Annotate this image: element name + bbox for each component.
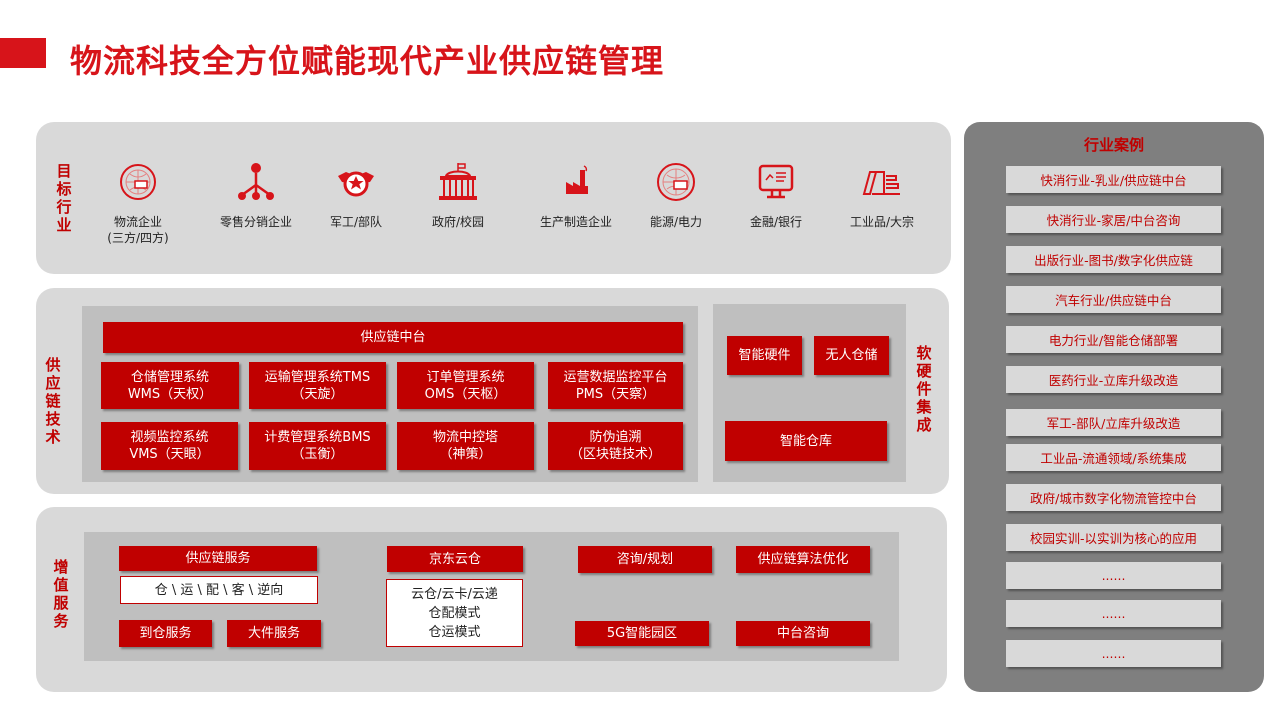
consulting-planning: 咨询/规划	[578, 546, 712, 573]
target-label: 零售分销企业	[219, 215, 292, 229]
case-item: ......	[1006, 600, 1221, 627]
target-label: 能源/电力	[649, 215, 703, 229]
supply-chain-middle-platform: 供应链中台	[103, 322, 683, 353]
target-label: 金融/银行	[749, 215, 803, 229]
jd-cloud-warehouse: 京东云仓	[387, 546, 523, 572]
to-warehouse-service: 到仓服务	[119, 620, 212, 647]
target-energy: 能源/电力	[626, 160, 726, 230]
case-item: 汽车行业/供应链中台	[1006, 286, 1221, 313]
distribution-tree-icon	[206, 160, 306, 204]
target-military: 军工/部队	[306, 160, 406, 230]
unmanned-warehouse: 无人仓储	[814, 336, 889, 375]
system-vms: 视频监控系统 VMS（天眼）	[101, 422, 238, 470]
military-badge-icon	[306, 160, 406, 204]
value-added-services-label: 增值服务	[53, 558, 69, 630]
case-item: 出版行业-图书/数字化供应链	[1006, 246, 1221, 273]
system-traceability: 防伪追溯 （区块链技术）	[548, 422, 683, 470]
case-item: 工业品-流通领域/系统集成	[1006, 444, 1221, 471]
integration-label: 软硬件集成	[916, 344, 932, 434]
target-retail: 零售分销企业	[206, 160, 306, 230]
supply-chain-service-detail: 仓 \ 运 \ 配 \ 客 \ 逆向	[120, 576, 318, 604]
smart-warehouse: 智能仓库	[725, 421, 887, 461]
system-pms: 运营数据监控平台 PMS（天察）	[548, 362, 683, 409]
target-industries-label: 目标行业	[56, 162, 72, 234]
jd-cloud-warehouse-detail: 云仓/云卡/云递 仓配模式 仓运模式	[386, 579, 523, 647]
factory-icon	[526, 160, 626, 204]
case-item: 快消行业-乳业/供应链中台	[1006, 166, 1221, 193]
case-item: 校园实训-以实训为核心的应用	[1006, 524, 1221, 551]
case-item: 医药行业-立库升级改造	[1006, 366, 1221, 393]
supply-chain-algorithm: 供应链算法优化	[736, 546, 870, 573]
industrial-goods-icon	[832, 160, 932, 204]
target-finance: 金融/银行	[726, 160, 826, 230]
target-label: 生产制造企业	[539, 215, 612, 229]
system-tms: 运输管理系统TMS （天旋）	[249, 362, 386, 409]
supply-chain-tech-label: 供应链技术	[45, 356, 61, 446]
target-logistics: 物流企业 (三方/四方)	[88, 160, 188, 246]
system-bms: 计费管理系统BMS （玉衡）	[249, 422, 386, 470]
title-accent-bar	[0, 38, 46, 68]
target-manufacturing: 生产制造企业	[526, 160, 626, 230]
target-label: 物流企业 (三方/四方)	[107, 215, 169, 245]
page-title: 物流科技全方位赋能现代产业供应链管理	[70, 42, 665, 80]
target-industrial: 工业品/大宗	[832, 160, 932, 230]
case-item: ......	[1006, 640, 1221, 667]
government-building-icon	[408, 160, 508, 204]
middle-platform-consulting: 中台咨询	[736, 621, 870, 646]
system-wms: 仓储管理系统 WMS（天权）	[101, 362, 239, 409]
target-label: 军工/部队	[329, 215, 383, 229]
case-item: 快消行业-家居/中台咨询	[1006, 206, 1221, 233]
target-label: 工业品/大宗	[849, 215, 915, 229]
target-industries-panel	[36, 122, 951, 274]
system-control-tower: 物流中控塔 （神策）	[397, 422, 534, 470]
finance-screen-icon	[726, 160, 826, 204]
case-item: 电力行业/智能仓储部署	[1006, 326, 1221, 353]
global-energy-icon	[626, 160, 726, 204]
industry-cases-title: 行业案例	[1083, 136, 1144, 154]
case-item: ......	[1006, 562, 1221, 589]
smart-hardware: 智能硬件	[727, 336, 802, 375]
case-item: 军工-部队/立库升级改造	[1006, 409, 1221, 436]
global-logistics-icon	[88, 160, 188, 204]
target-government: 政府/校园	[408, 160, 508, 230]
system-oms: 订单管理系统 OMS（天枢）	[397, 362, 534, 409]
target-label: 政府/校园	[431, 215, 485, 229]
case-item: 政府/城市数字化物流管控中台	[1006, 484, 1221, 511]
bulky-item-service: 大件服务	[227, 620, 321, 647]
smart-park-5g: 5G智能园区	[575, 621, 709, 646]
supply-chain-service: 供应链服务	[119, 546, 317, 571]
